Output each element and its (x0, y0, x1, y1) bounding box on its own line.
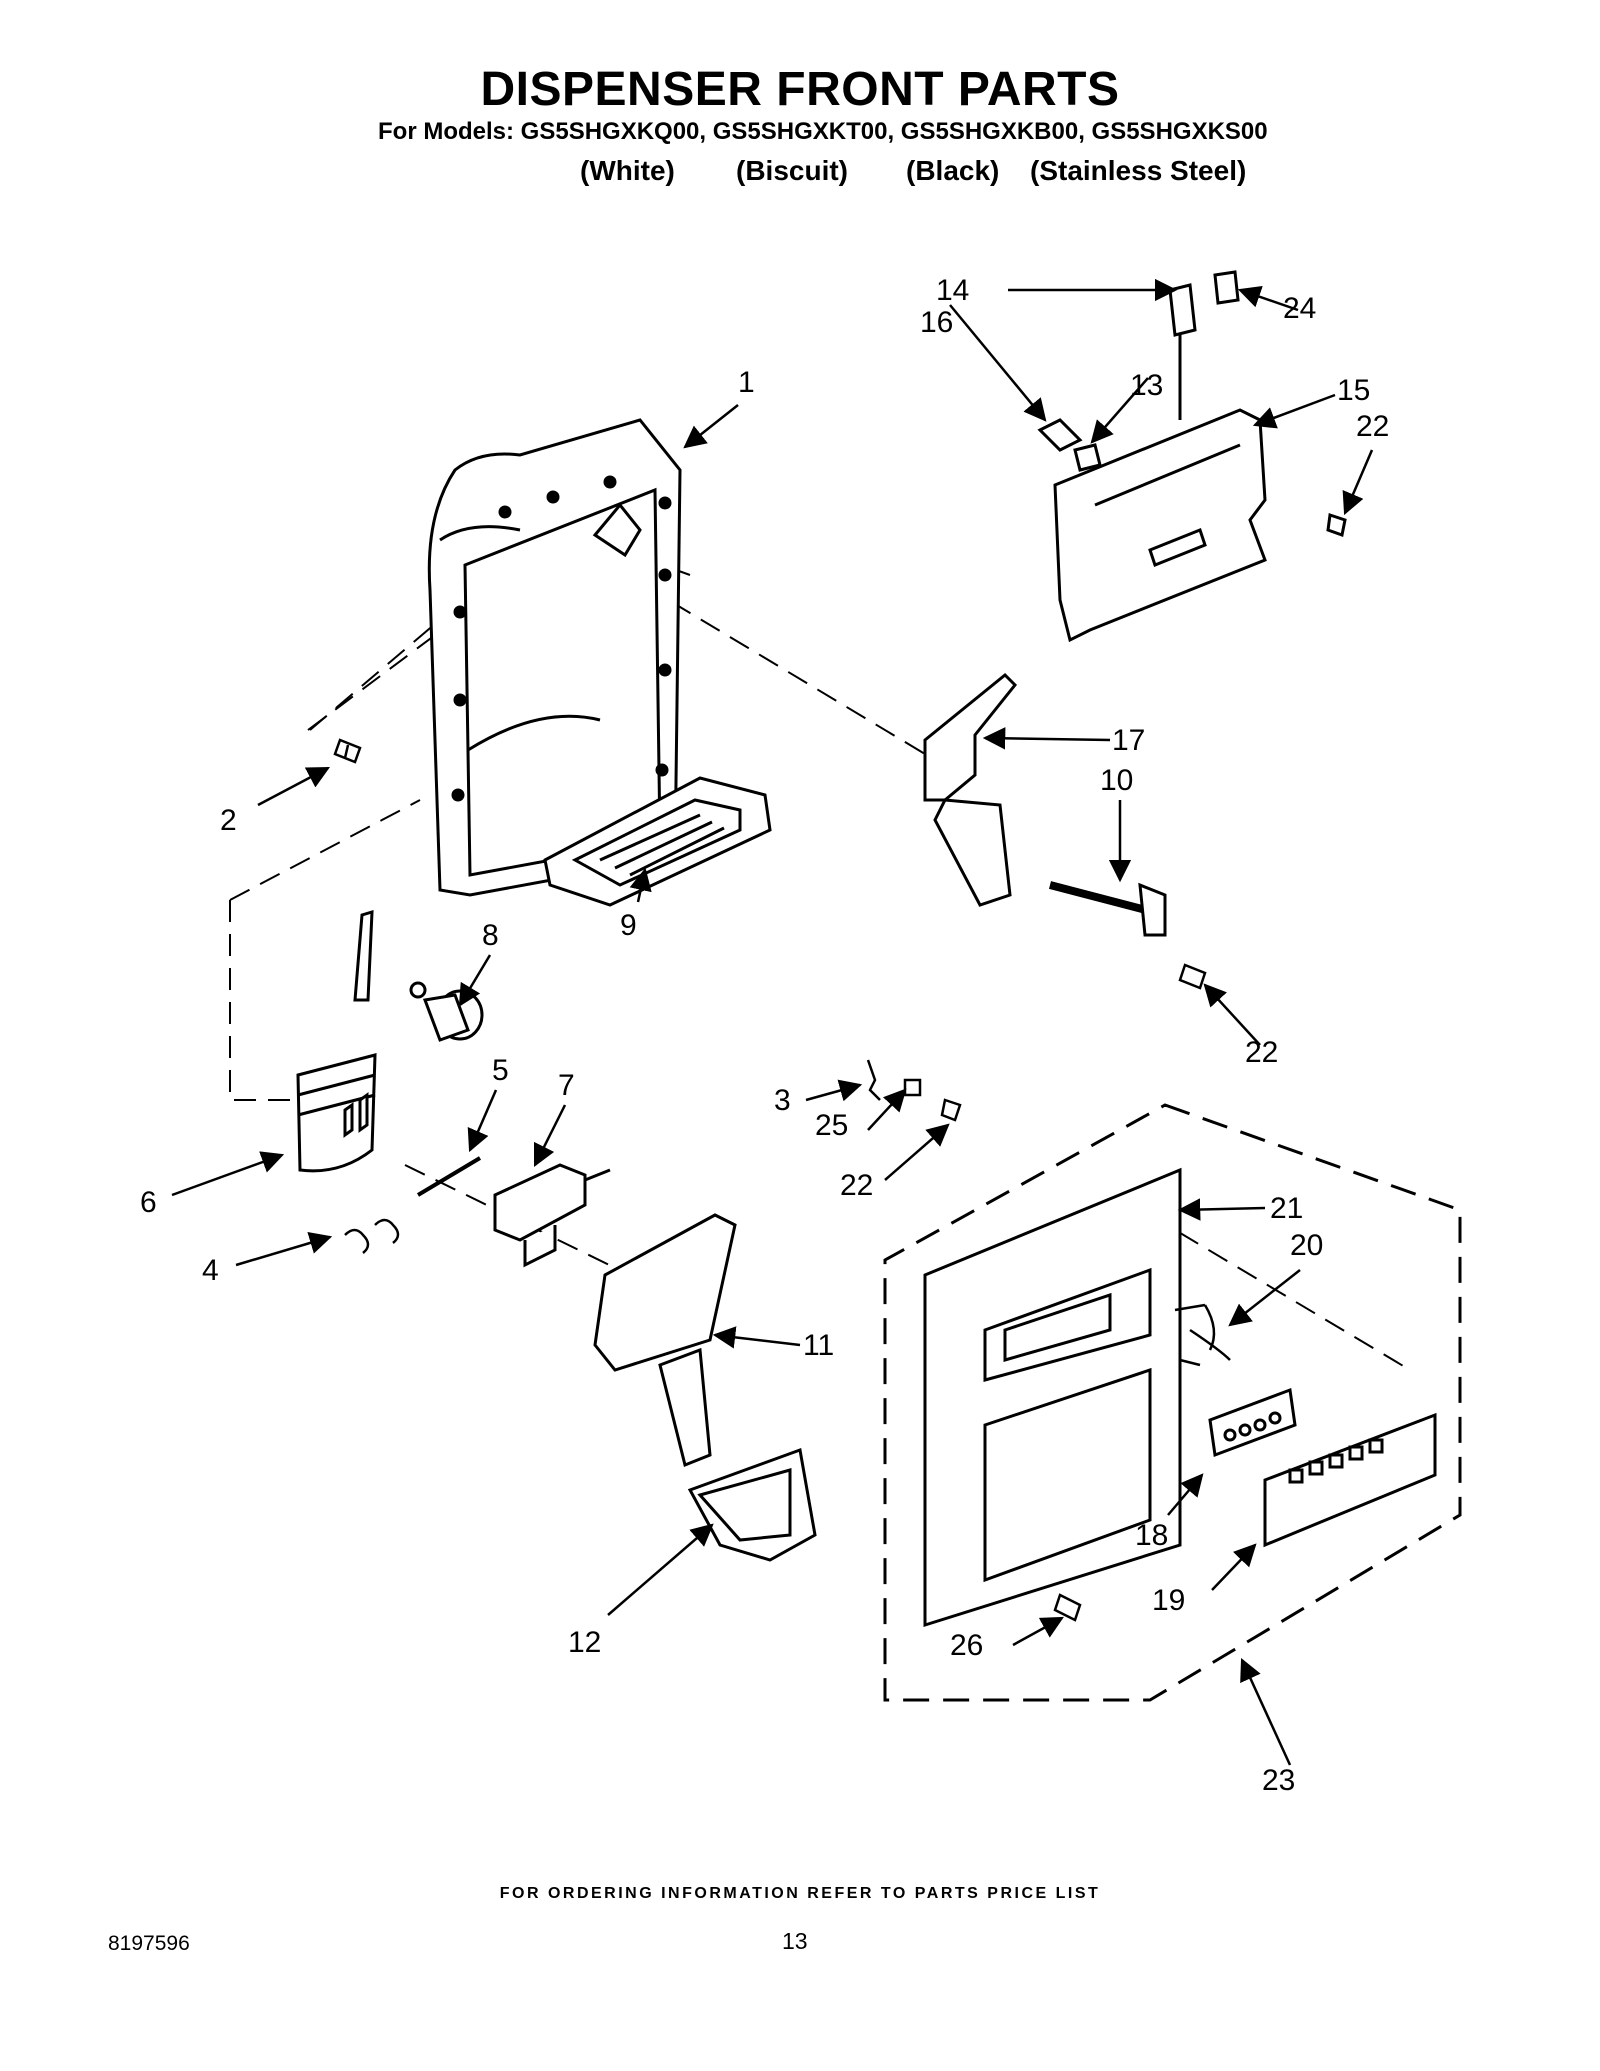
callout-19: 19 (1152, 1584, 1185, 1617)
callout-16: 16 (920, 306, 953, 339)
screw-part-2 (333, 738, 362, 764)
callout-20: 20 (1290, 1229, 1323, 1262)
drip-tray (687, 1447, 817, 1562)
lever-assembly (923, 672, 1167, 937)
callout-12: 12 (568, 1626, 601, 1659)
finish-white: (White) (580, 155, 675, 186)
callout-24: 24 (1283, 292, 1316, 325)
callout-23: 23 (1262, 1764, 1295, 1797)
upper-bracket (1037, 270, 1347, 643)
control-label-panel (1263, 1412, 1437, 1548)
actuator (493, 1163, 611, 1268)
finish-black: (Black) (906, 155, 1000, 186)
callout-4: 4 (202, 1254, 219, 1287)
callout-9: 9 (620, 909, 637, 942)
callout-1: 1 (738, 366, 755, 399)
control-board (1208, 1387, 1297, 1458)
ordering-note: FOR ORDERING INFORMATION REFER TO PARTS … (499, 1885, 1101, 1902)
callout-14: 14 (936, 274, 969, 307)
spring (344, 1218, 400, 1254)
callout-13: 13 (1130, 369, 1163, 402)
callout-21: 21 (1270, 1192, 1303, 1225)
pin-part-5 (416, 1156, 482, 1197)
assembly-outline (883, 1103, 1462, 1702)
wiring-harness (1174, 1303, 1231, 1367)
page-title: DISPENSER FRONT PARTS (480, 63, 1120, 116)
callout-2: 2 (220, 804, 237, 837)
solenoid (409, 981, 484, 1042)
callout-22-top: 22 (1356, 410, 1389, 443)
motor-assembly (296, 909, 377, 1173)
leader-arrows (171, 278, 1374, 1766)
page-number: 13 (782, 1928, 808, 1954)
callout-labels: 1 2 3 4 5 6 7 8 9 10 11 12 13 14 15 16 1… (140, 274, 1389, 1797)
screw-part-26 (1053, 1593, 1082, 1622)
callout-7: 7 (558, 1069, 575, 1102)
ice-door (593, 1213, 737, 1468)
models-line: For Models: GS5SHGXKQ00, GS5SHGXKT00, GS… (378, 118, 1268, 145)
callout-25: 25 (815, 1109, 848, 1142)
callout-22-mid: 22 (1245, 1036, 1278, 1069)
screw-part-22 (1178, 963, 1207, 990)
callout-10: 10 (1100, 764, 1133, 797)
callout-22-low: 22 (840, 1169, 873, 1202)
finish-biscuit: (Biscuit) (736, 155, 848, 186)
document-number: 8197596 (108, 1932, 190, 1955)
dispenser-front-panel (923, 1167, 1182, 1628)
callout-18: 18 (1135, 1519, 1168, 1552)
chute-grille (543, 776, 772, 907)
callout-8: 8 (482, 919, 499, 952)
callout-26: 26 (950, 1629, 983, 1662)
finish-stainless: (Stainless Steel) (1030, 155, 1247, 186)
switch-parts (866, 1059, 962, 1122)
callout-15: 15 (1337, 374, 1370, 407)
callout-6: 6 (140, 1186, 157, 1219)
callout-11: 11 (803, 1329, 834, 1362)
callout-5: 5 (492, 1054, 509, 1087)
callout-17: 17 (1112, 724, 1145, 757)
callout-3: 3 (774, 1084, 791, 1117)
